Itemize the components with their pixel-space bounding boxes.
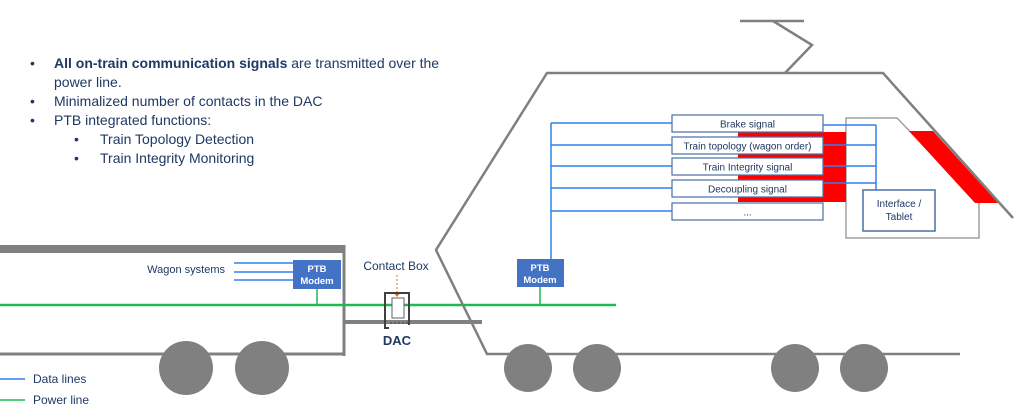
loco-wheel <box>573 344 621 392</box>
bullet-list: All on-train communication signals are t… <box>28 54 448 168</box>
sub-bullet-item: Train Topology Detection <box>28 130 448 149</box>
dac-bracket-right <box>389 292 410 325</box>
signal-label: ... <box>743 208 751 219</box>
wagon-modem-label-1: PTB <box>308 264 327 275</box>
loco-modem-label-1: PTB <box>531 263 550 274</box>
wagon: Wagon systems PTB Modem <box>0 245 346 395</box>
bullet-item: All on-train communication signals are t… <box>28 54 448 92</box>
pantograph-arm <box>772 19 814 74</box>
bullet-item: Minimalized number of contacts in the DA… <box>28 92 448 111</box>
dac-bracket-left <box>384 292 389 329</box>
loco-ptb-modem <box>517 259 564 287</box>
sub-bullet-item: Train Integrity Monitoring <box>28 149 448 168</box>
signal-box <box>671 114 824 133</box>
signal-label: Train topology (wagon order) <box>683 142 811 153</box>
wagon-wheel <box>235 341 289 395</box>
bullet-text: are transmitted over the power line. <box>54 55 440 90</box>
wagon-ptb-modem <box>293 260 341 289</box>
windscreen-highlight <box>909 131 998 203</box>
bullet-text: PTB integrated functions: <box>54 112 212 128</box>
bullet-text: Train Topology Detection <box>100 131 255 147</box>
wagon-systems-label: Wagon systems <box>147 264 225 276</box>
legend: Data lines Power line <box>0 372 89 407</box>
dac-label: DAC <box>383 333 412 348</box>
interface-label-1: Interface / <box>877 199 922 210</box>
loco-wheel <box>504 344 552 392</box>
dac-coupler: Contact Box DAC <box>363 259 428 348</box>
bullet-text: Minimalized number of contacts in the DA… <box>54 93 323 109</box>
legend-power-label: Power line <box>33 393 89 407</box>
loco-modem-label-2: Modem <box>523 275 556 286</box>
signal-box <box>671 202 824 221</box>
signal-label: Brake signal <box>720 120 775 131</box>
bullet-bold-text: All on-train communication signals <box>54 55 288 71</box>
signal-box <box>671 179 824 198</box>
wagon-wheel <box>159 341 213 395</box>
bullet-text: Train Integrity Monitoring <box>100 150 255 166</box>
contact-box-label: Contact Box <box>363 259 428 273</box>
wagon-roof <box>0 245 345 253</box>
interface-tablet-box <box>862 189 936 232</box>
signal-label: Decoupling signal <box>708 185 787 196</box>
wagon-modem-label-2: Modem <box>300 276 333 287</box>
interface-label-2: Tablet <box>886 212 913 223</box>
legend-data-label: Data lines <box>33 372 86 386</box>
locomotive-body-outline <box>434 71 1014 356</box>
loco-wheel <box>771 344 819 392</box>
signal-label: Train Integrity signal <box>703 163 793 174</box>
loco-wheel <box>840 344 888 392</box>
bullet-item: PTB integrated functions: <box>28 111 448 130</box>
contact-box <box>391 297 405 319</box>
